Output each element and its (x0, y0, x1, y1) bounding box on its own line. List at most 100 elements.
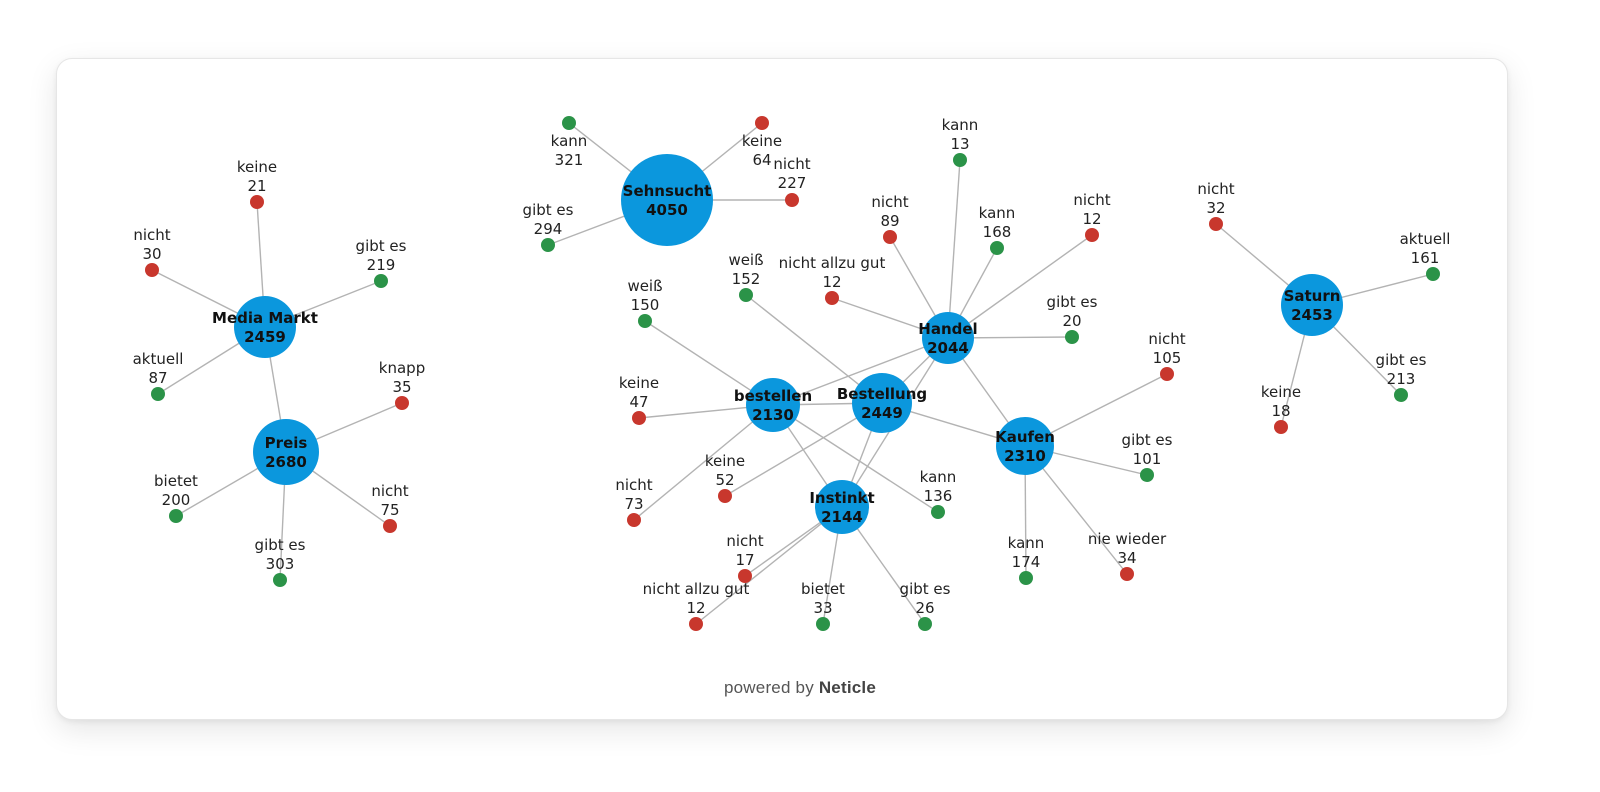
leaf-label: nie wieder (1088, 530, 1167, 548)
leaf-label: gibt es (255, 536, 306, 554)
leaf-label: bietet (154, 472, 198, 490)
leaf-label: nicht (773, 155, 810, 173)
leaf-value: 12 (1082, 210, 1101, 228)
leaf-value: 87 (148, 369, 167, 387)
positive-dot (990, 241, 1004, 255)
leaf-label: nicht (133, 226, 170, 244)
hub-value: 2680 (265, 453, 307, 471)
leaf-label: nicht (371, 482, 408, 500)
leaf-value: 32 (1206, 199, 1225, 217)
hub-value: 2453 (1291, 306, 1333, 324)
negative-dot (689, 617, 703, 631)
negative-dot (755, 116, 769, 130)
negative-dot (1120, 567, 1134, 581)
leaf-value: 161 (1411, 249, 1440, 267)
powered-by-footer: powered by Neticle (0, 678, 1600, 698)
hub-circle (996, 417, 1054, 475)
leaf-label: gibt es (523, 201, 574, 219)
leaf-label: nicht (1197, 180, 1234, 198)
leaf-label: kann (1008, 534, 1045, 552)
leaf-label: keine (705, 452, 745, 470)
leaf-value: 73 (624, 495, 643, 513)
hub-label: Instinkt (809, 489, 874, 507)
negative-dot (145, 263, 159, 277)
leaf-label: gibt es (900, 580, 951, 598)
hub-label: bestellen (734, 387, 812, 405)
hub-circle (1281, 274, 1343, 336)
leaf-label: knapp (379, 359, 425, 377)
negative-dot (883, 230, 897, 244)
leaf-link-bs_nicht73 (633, 404, 774, 521)
negative-dot (738, 569, 752, 583)
leaf-label: weiß (627, 277, 662, 295)
negative-dot (1209, 217, 1223, 231)
leaf-value: 174 (1012, 553, 1041, 571)
positive-dot (739, 288, 753, 302)
leaf-value: 227 (778, 174, 807, 192)
hub-circle (234, 296, 296, 358)
hub-circle (852, 373, 912, 433)
leaf-value: 321 (555, 151, 584, 169)
leaf-label: nicht (1073, 191, 1110, 209)
positive-dot (273, 573, 287, 587)
leaf-value: 12 (686, 599, 705, 617)
leaf-value: 47 (629, 393, 648, 411)
hub-circle (815, 480, 869, 534)
leaf-label: keine (742, 132, 782, 150)
leaf-value: 152 (732, 270, 761, 288)
leaf-label: aktuell (1400, 230, 1451, 248)
leaf-label: nicht allzu gut (779, 254, 886, 272)
positive-dot (918, 617, 932, 631)
positive-dot (1019, 571, 1033, 585)
positive-dot (1426, 267, 1440, 281)
leaf-link-in_nag (695, 506, 843, 625)
hub-circle (746, 378, 800, 432)
